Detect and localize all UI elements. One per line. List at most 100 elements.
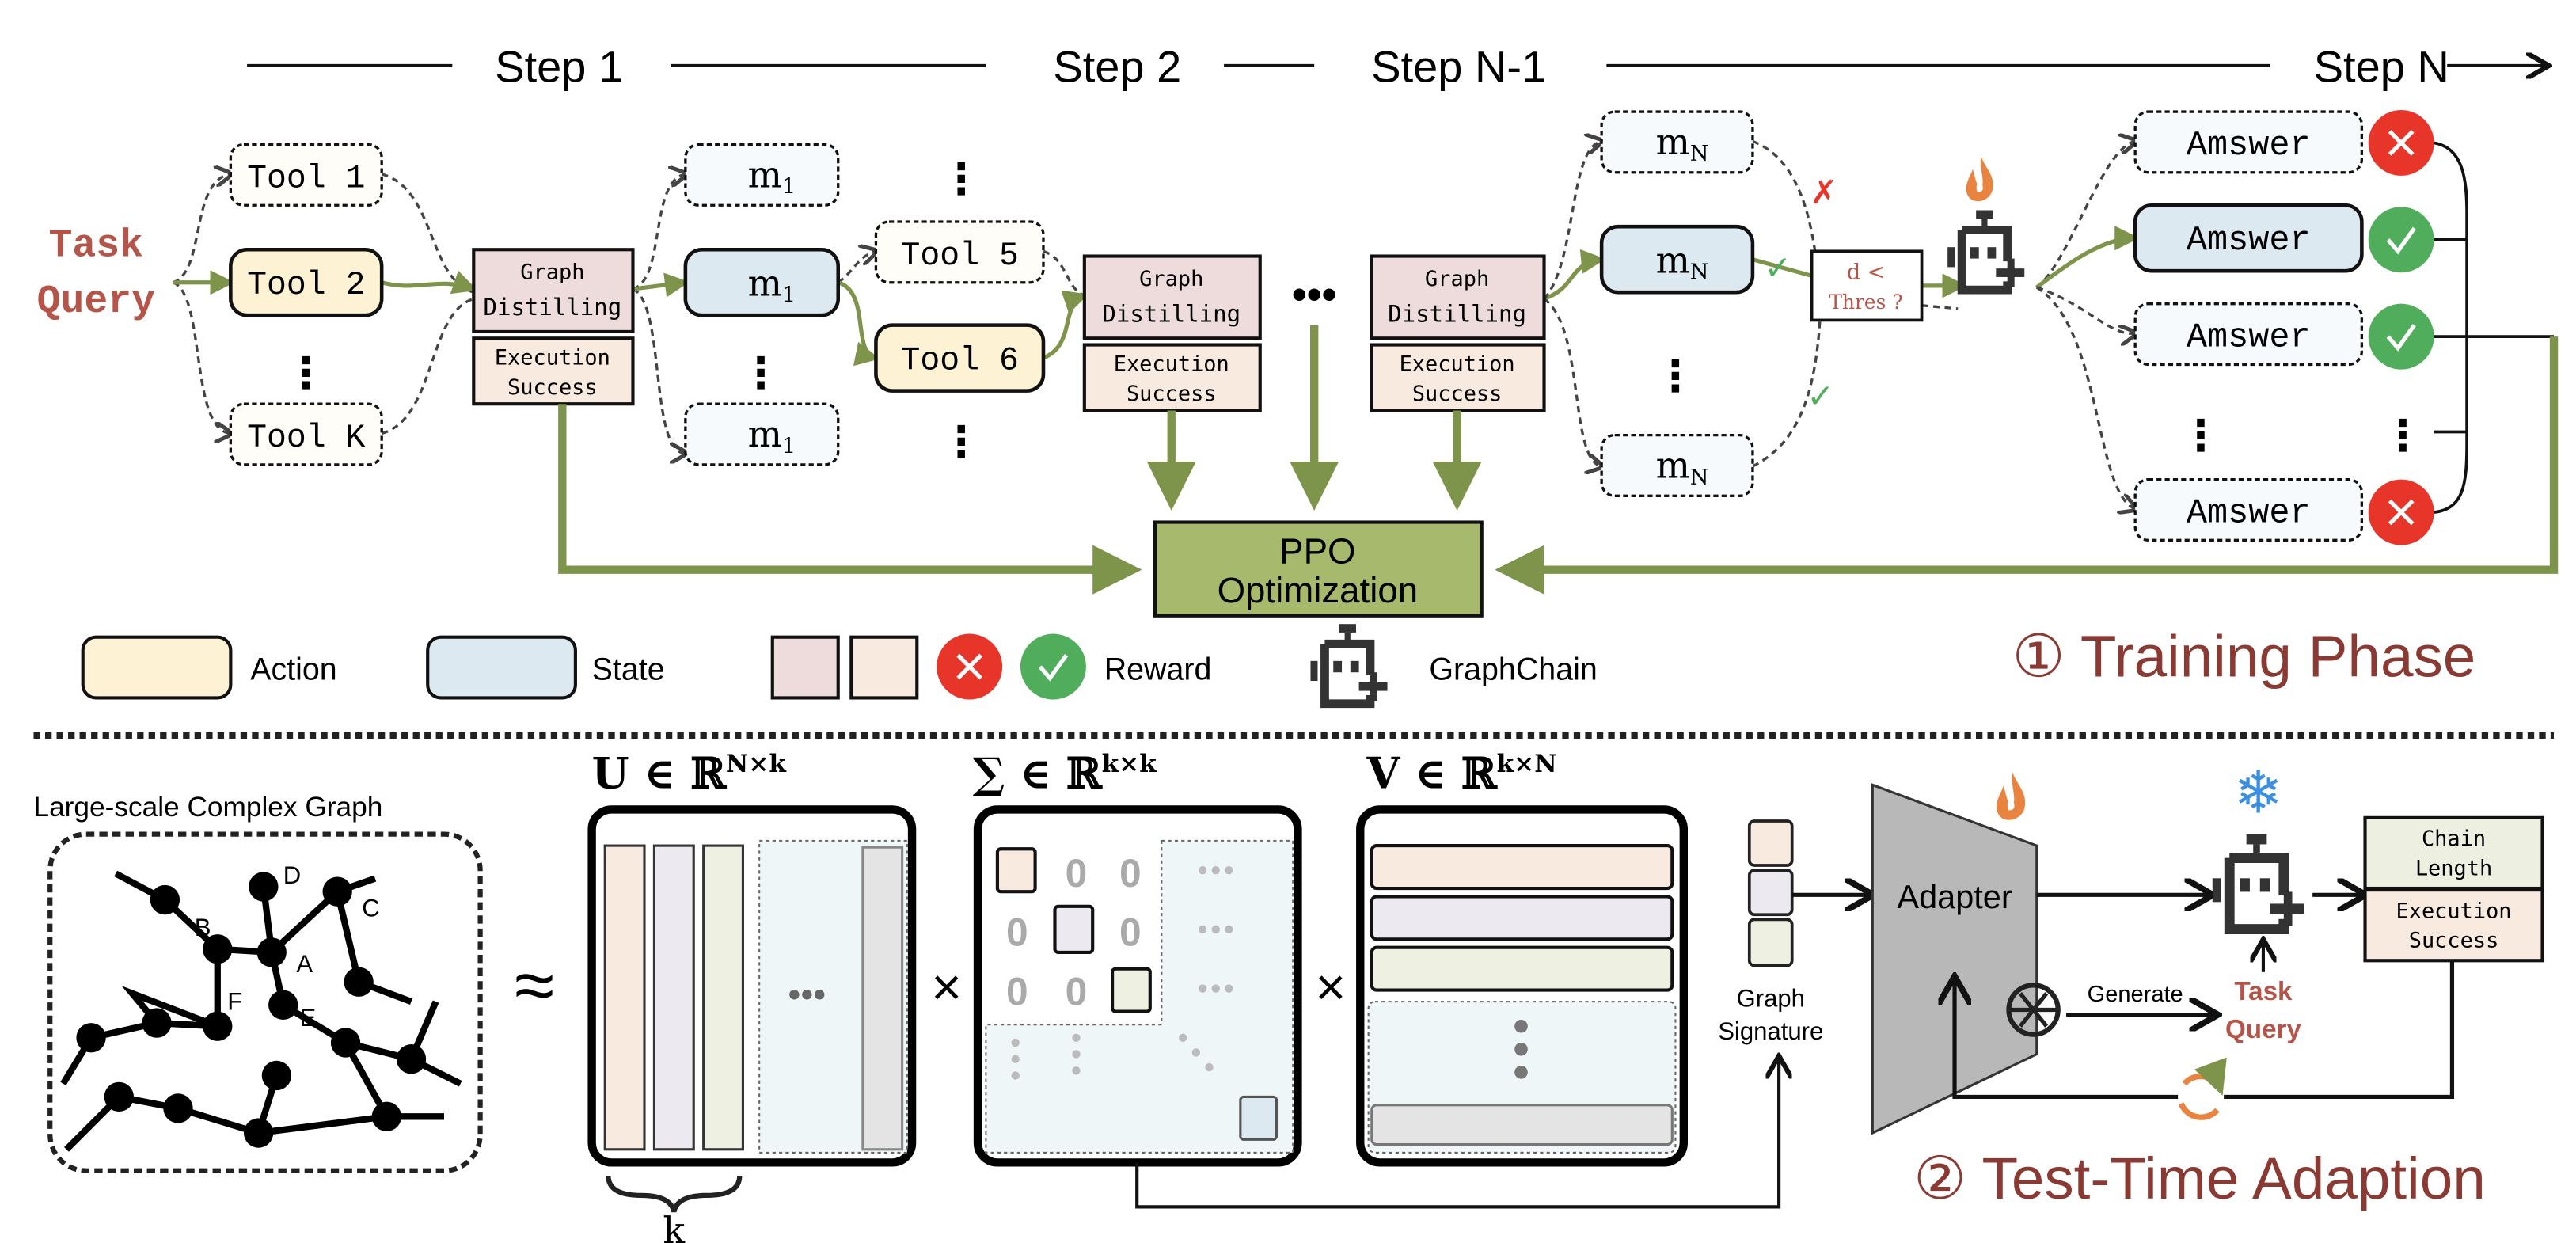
cross-icon: [2368, 479, 2434, 545]
svg-text:Graph: Graph: [1139, 267, 1203, 291]
cross-icon: [2368, 109, 2434, 176]
k-brace: [606, 1175, 743, 1213]
check-icon: [2368, 303, 2434, 370]
svg-text:E: E: [299, 1004, 316, 1032]
graph-distilling-box-1: Graph Distilling: [472, 248, 635, 334]
graph-signature: Graph Signature: [1718, 819, 1823, 1045]
svg-text:0: 0: [1119, 851, 1142, 895]
generate-label: Generate: [2088, 982, 2183, 1007]
adapter-block: Adapter: [1871, 783, 2038, 1135]
svg-text:Success: Success: [1127, 382, 1217, 406]
svg-text:Distilling: Distilling: [1102, 300, 1241, 327]
graph-title: Large-scale Complex Graph: [33, 792, 382, 823]
memory-mn-box-top: mN: [1600, 110, 1754, 174]
svg-text:0: 0: [1066, 851, 1088, 895]
svg-text:Chain: Chain: [2422, 827, 2486, 851]
svg-text:0: 0: [1119, 910, 1142, 955]
flame-icon: [1966, 156, 1993, 202]
svg-text:Tool 5: Tool 5: [901, 238, 1019, 275]
svg-text:0: 0: [1066, 969, 1088, 1013]
answer-list: Amswer Amswer Amswer ⋮ ⋮ Amswer: [2133, 109, 2555, 545]
cross-icon: [937, 633, 1003, 700]
svg-text:Graph: Graph: [1737, 984, 1805, 1012]
execution-success-box-3: Execution Success: [1370, 343, 1546, 412]
u-matrix-label: U ∈ ℝN×k: [592, 748, 788, 799]
svg-text:PPO: PPO: [1279, 530, 1355, 571]
svg-text:m1: m1: [748, 413, 796, 458]
step-n-label: Step N: [2314, 42, 2449, 92]
check-icon: ✓: [1764, 249, 1791, 287]
step-timeline: Step 1 Step 2 Step N-1 Step N: [247, 42, 2546, 92]
answer-box: Amswer: [2133, 302, 2364, 367]
svg-text:Amswer: Amswer: [2187, 319, 2311, 358]
memory-m1-box-bottom: m1: [684, 402, 840, 466]
svg-text:mN: mN: [1656, 121, 1709, 166]
svg-text:Length: Length: [2415, 856, 2492, 880]
svg-text:Execution: Execution: [1114, 352, 1229, 377]
svg-text:m1: m1: [748, 262, 796, 307]
step-n-1-label: Step N-1: [1371, 42, 1546, 92]
robot-icon: [1310, 624, 1387, 704]
svg-text:0: 0: [1006, 910, 1028, 955]
svg-text:Execution: Execution: [2396, 899, 2511, 923]
svg-text:Distilling: Distilling: [1388, 300, 1526, 327]
task-query-line2: Query: [2225, 1015, 2301, 1044]
vertical-ellipsis: ⋮: [940, 156, 982, 203]
flame-icon: [1996, 771, 2026, 820]
svg-text:•••: •••: [788, 974, 826, 1014]
svg-text:C: C: [362, 894, 379, 922]
svg-text:Amswer: Amswer: [2187, 222, 2311, 260]
vertical-ellipsis: ⋮: [940, 419, 982, 466]
robot-icon: [2213, 834, 2304, 929]
vertical-ellipsis: ⋮: [739, 349, 782, 397]
svg-text:Thres ?: Thres ?: [1829, 291, 1902, 314]
svg-text:Tool 1: Tool 1: [247, 160, 365, 197]
v-matrix-label: V ∈ ℝk×N: [1366, 748, 1557, 799]
svg-text:Execution: Execution: [1400, 352, 1515, 377]
chain-length-box: Chain Length: [2363, 815, 2544, 891]
training-phase-title: ① Training Phase: [2012, 622, 2476, 689]
tool-2-box: Tool 2: [229, 247, 384, 317]
tool-5-box: Tool 5: [874, 220, 1045, 284]
execution-success-box-test: Execution Success: [2363, 888, 2544, 963]
answer-box: Amswer: [2133, 110, 2364, 174]
svg-text:Amswer: Amswer: [2187, 495, 2311, 534]
svg-text:d <: d <: [1847, 260, 1885, 285]
legend: Action State Reward GraphChain: [81, 624, 1598, 704]
memory-mn-box-bottom: mN: [1600, 433, 1754, 497]
svg-text:GraphChain: GraphChain: [1429, 652, 1597, 687]
answer-box: Amswer: [2133, 477, 2364, 542]
svg-text:Optimization: Optimization: [1218, 570, 1418, 610]
svg-text:Signature: Signature: [1718, 1017, 1823, 1045]
tool-1-box: Tool 1: [229, 143, 383, 207]
svg-text:State: State: [592, 652, 665, 687]
svg-text:Graph: Graph: [520, 260, 584, 285]
snowflake-icon: ❄: [2233, 759, 2283, 826]
v-matrix: [1356, 805, 1689, 1167]
step-2-label: Step 2: [1053, 42, 1181, 92]
svg-text:Success: Success: [2409, 929, 2499, 953]
graph-distilling-box-3: Graph Distilling: [1370, 254, 1546, 340]
ppo-optimization-box: PPO Optimization: [1153, 520, 1484, 618]
execution-success-box-2: Execution Success: [1082, 343, 1262, 412]
svg-text:Adapter: Adapter: [1897, 878, 2012, 915]
check-icon: ✓: [1807, 377, 1834, 414]
answer-box-selected: Amswer: [2133, 203, 2364, 273]
memory-mn-box-selected: mN: [1599, 224, 1755, 295]
graph-distilling-box-2: Graph Distilling: [1082, 254, 1262, 340]
svg-text:Tool 2: Tool 2: [247, 267, 365, 304]
task-query-line1: Task: [2234, 977, 2293, 1006]
complex-graph: A B C D E F: [47, 831, 483, 1173]
vertical-ellipsis: ⋮: [285, 349, 328, 397]
multiply-symbol: ×: [931, 958, 962, 1017]
reward-arrows: [558, 325, 2559, 595]
svg-text:Reward: Reward: [1104, 652, 1212, 687]
execution-success-box-1: Execution Success: [472, 336, 635, 406]
threshold-check-box: d < Thres ?: [1810, 249, 1924, 322]
memory-m1-box-top: m1: [684, 143, 840, 207]
test-phase-title: ② Test-Time Adaption: [1913, 1145, 2486, 1211]
svg-text:Execution: Execution: [495, 345, 610, 370]
svg-text:D: D: [283, 861, 301, 889]
